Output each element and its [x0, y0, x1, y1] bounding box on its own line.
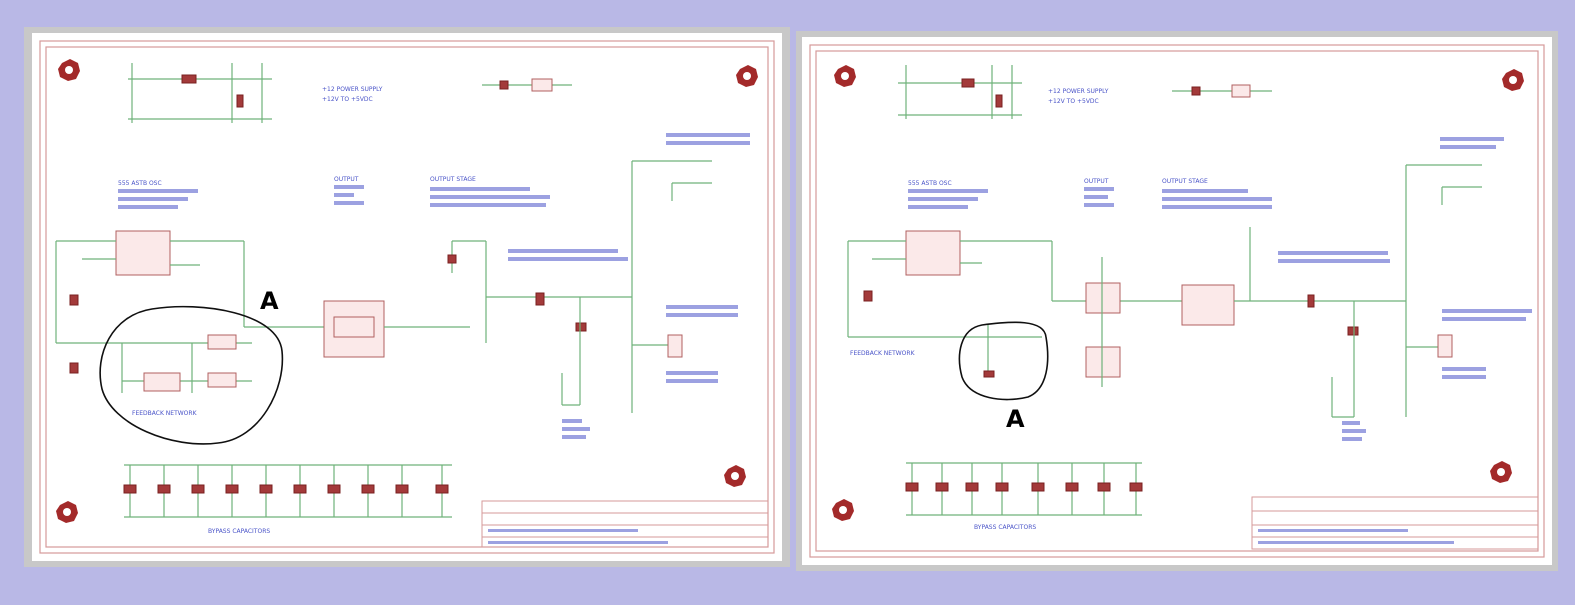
bypass-label: BYPASS CAPACITORS [208, 528, 270, 535]
schematic-sheet-right: +12 POWER SUPPLY +12V TO +5VDC [802, 37, 1552, 565]
bypass-capacitor-array [905, 462, 1143, 516]
sheet-inner-border [45, 46, 769, 548]
feedback-network [848, 325, 1042, 378]
annotation-letter: A [1006, 405, 1025, 433]
drive-label: OUTPUT STAGE [430, 176, 476, 183]
oscillator-label: 555 ASTB OSC [908, 180, 952, 187]
mounting-hole-icon [1490, 461, 1512, 483]
mounting-hole-icon [832, 499, 854, 521]
schematic-frame-right: +12 POWER SUPPLY +12V TO +5VDC [796, 31, 1558, 571]
signal-path [1052, 227, 1406, 418]
regulator-section [482, 78, 572, 92]
mounting-hole-icon [56, 501, 78, 523]
regulator-section [1172, 84, 1272, 98]
mounting-hole-icon [724, 465, 746, 487]
oscillator-555 [847, 230, 1053, 337]
sheet-inner-border [815, 50, 1539, 552]
sheet-border [39, 40, 775, 554]
schematic-sheet-left: +12 POWER SUPPLY +12V TO +5VDC [32, 33, 782, 561]
signal-path [244, 240, 632, 406]
power-supply-label: +12 POWER SUPPLY [322, 86, 383, 93]
schematic-left: +12 POWER SUPPLY +12V TO +5VDC [39, 40, 775, 554]
feedback-label: FEEDBACK NETWORK [850, 350, 916, 357]
power-supply-label: +12 POWER SUPPLY [1048, 88, 1109, 95]
mounting-hole-icon [834, 65, 856, 87]
annotation-letter: A [260, 287, 279, 315]
buffer-label: OUTPUT [1084, 178, 1109, 185]
feedback-label: FEEDBACK NETWORK [132, 410, 198, 417]
title-block [1251, 496, 1539, 550]
oscillator-555 [55, 230, 245, 374]
schematic-frame-left: +12 POWER SUPPLY +12V TO +5VDC [24, 27, 790, 567]
connector-section [1405, 137, 1532, 417]
bypass-capacitor-array [123, 464, 452, 518]
power-supply-section [898, 65, 1022, 119]
mounting-hole-icon [736, 65, 758, 87]
mounting-hole-icon [1502, 69, 1524, 91]
drive-label: OUTPUT STAGE [1162, 178, 1208, 185]
connector-section [631, 133, 750, 413]
bypass-label: BYPASS CAPACITORS [974, 524, 1036, 531]
title-block [481, 500, 769, 548]
oscillator-label: 555 ASTB OSC [118, 180, 162, 187]
schematic-right: +12 POWER SUPPLY +12V TO +5VDC [809, 44, 1545, 558]
sheet-border [809, 44, 1545, 558]
annotation-circle [99, 305, 284, 445]
power-supply-section [128, 63, 272, 123]
power-supply-sublabel: +12V TO +5VDC [322, 96, 373, 103]
feedback-network [56, 334, 252, 393]
annotation-circle [958, 321, 1049, 401]
mounting-hole-icon [58, 59, 80, 81]
buffer-label: OUTPUT [334, 176, 359, 183]
power-supply-sublabel: +12V TO +5VDC [1048, 98, 1099, 105]
